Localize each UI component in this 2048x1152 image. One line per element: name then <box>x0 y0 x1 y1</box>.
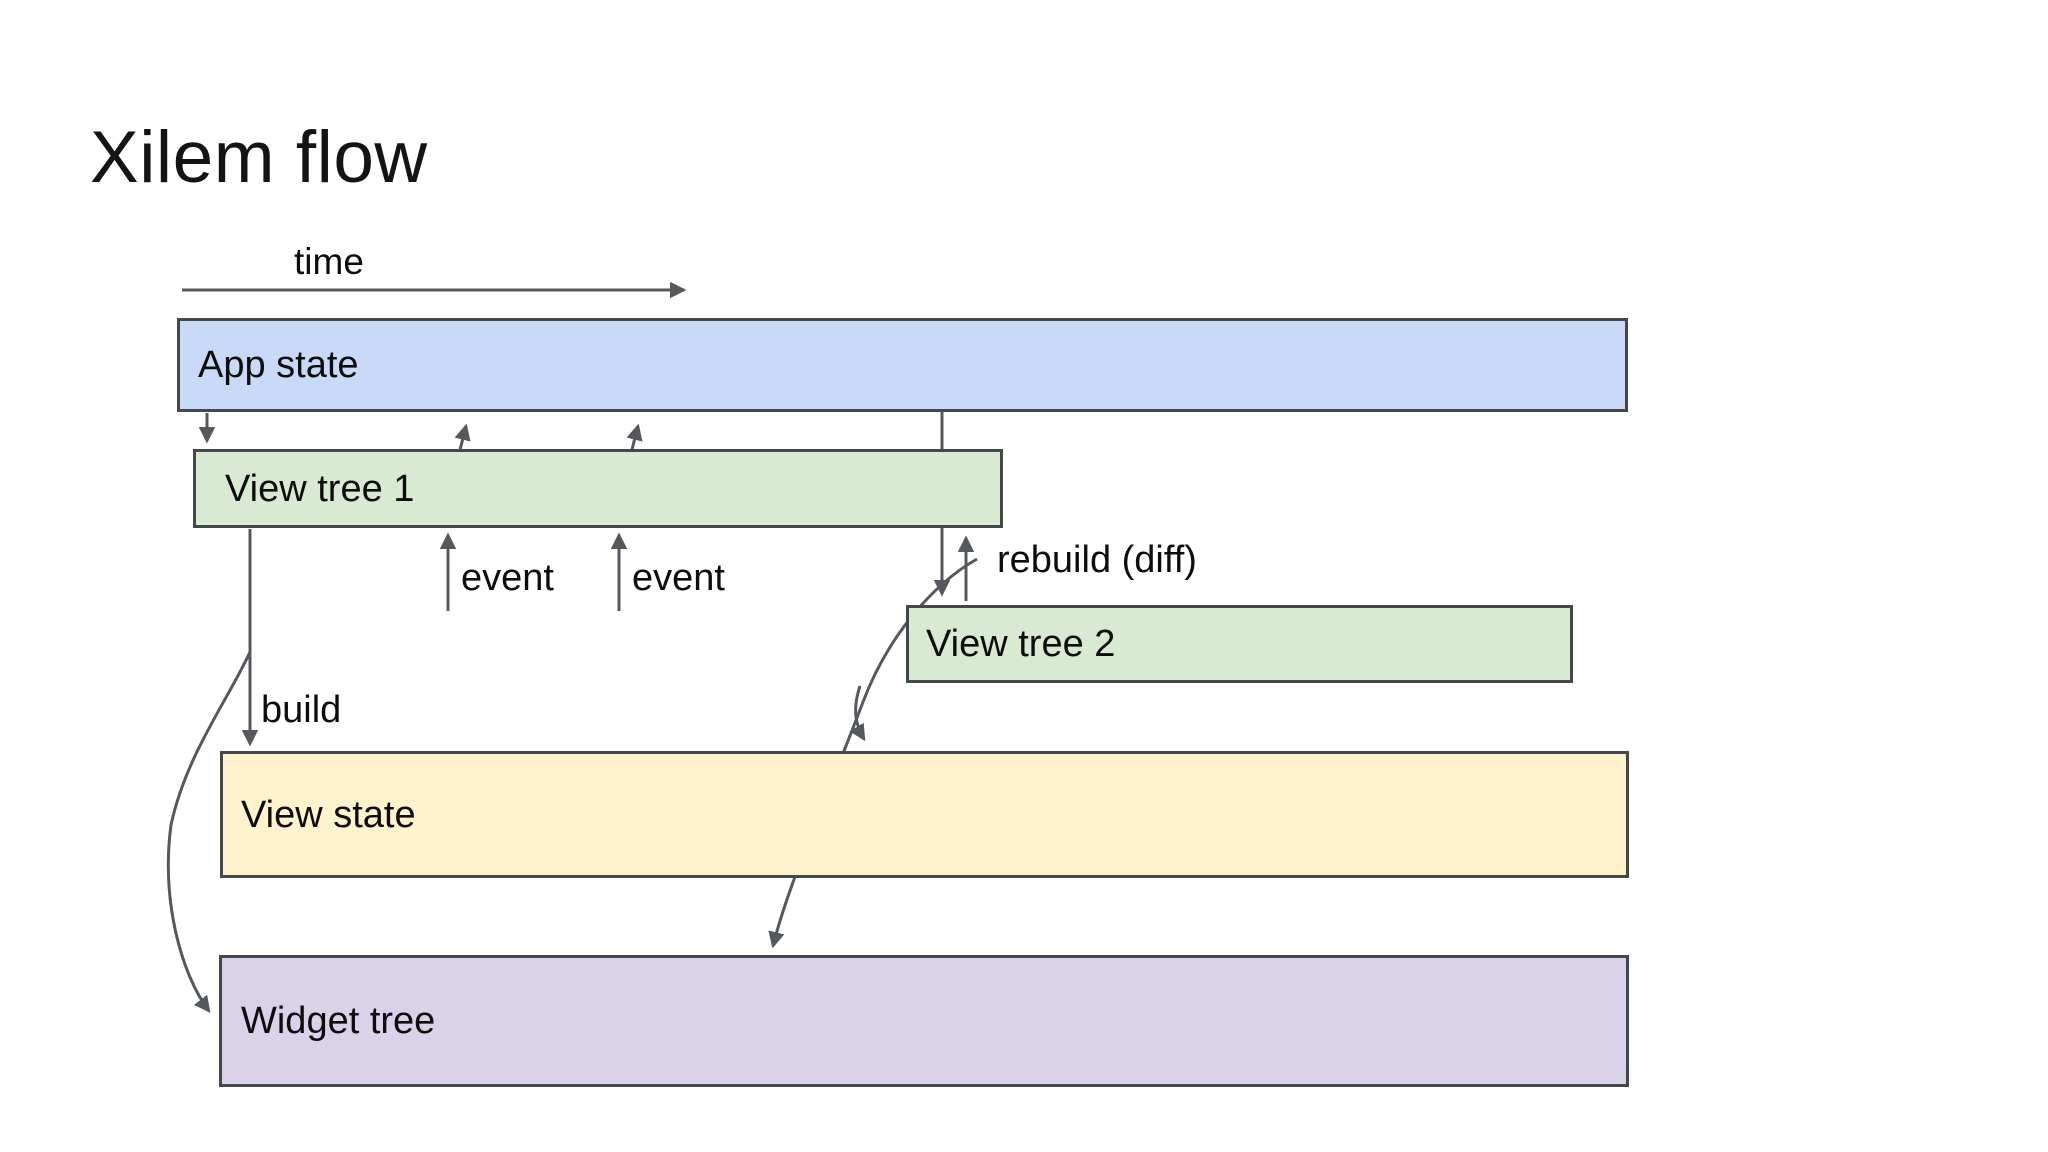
label-event-1: event <box>461 557 554 599</box>
box-app-state-label: App state <box>198 344 359 386</box>
label-event-2: event <box>632 557 725 599</box>
box-view-tree-1: View tree 1 <box>193 449 1003 528</box>
box-view-tree-2-label: View tree 2 <box>926 623 1116 665</box>
box-widget-tree-label: Widget tree <box>241 1000 436 1042</box>
box-widget-tree: Widget tree <box>219 955 1629 1087</box>
rebuild-to-view-state-curve <box>849 685 866 742</box>
label-rebuild-diff: rebuild (diff) <box>997 539 1197 581</box>
box-view-state: View state <box>220 751 1629 878</box>
box-view-state-label: View state <box>241 793 416 836</box>
page-title: Xilem flow <box>90 117 428 198</box>
label-build: build <box>261 689 342 731</box>
box-view-tree-1-label: View tree 1 <box>225 467 415 510</box>
box-app-state: App state <box>177 318 1628 412</box>
time-axis-label: time <box>294 241 364 282</box>
box-view-tree-2: View tree 2 <box>906 605 1573 683</box>
